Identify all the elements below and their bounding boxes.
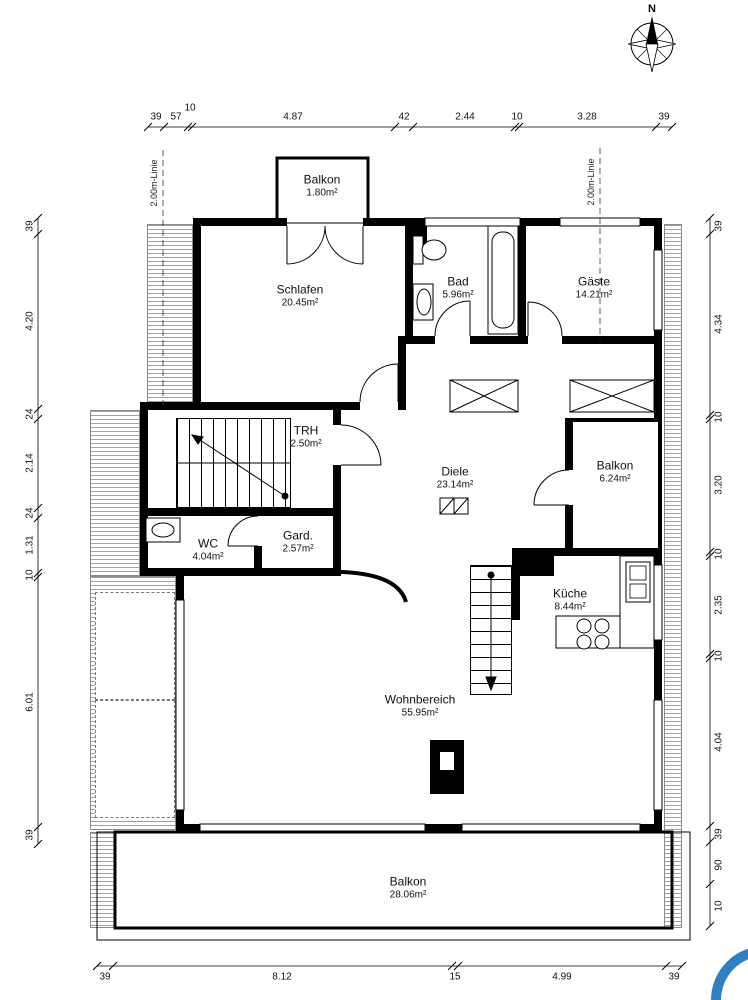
- dim-label: 42: [398, 111, 410, 123]
- room-name: Balkon: [303, 172, 341, 187]
- dim-label: 4.04: [713, 732, 725, 752]
- room-name: TRH: [293, 423, 319, 438]
- roof-line-label-right: 2.00m-Linie: [586, 158, 596, 206]
- watermark-logo: [711, 948, 748, 1000]
- dim-label: 24: [24, 408, 36, 420]
- dim-label: 2.44: [455, 111, 475, 123]
- floor-symbol: [439, 497, 469, 515]
- toilet: [412, 235, 447, 265]
- dimension-lines: [37, 126, 711, 967]
- dim-label: 10: [713, 900, 725, 912]
- dim-label: 39: [658, 111, 670, 123]
- room-name: Balkon: [596, 458, 634, 473]
- dim-label: 6.01: [24, 692, 36, 712]
- dim-label: 10: [184, 102, 196, 114]
- room-area: 14.21m²: [575, 289, 613, 301]
- bathroom-sink: [412, 283, 434, 321]
- room-area: 6.24m²: [599, 473, 631, 485]
- bathtub: [487, 225, 519, 335]
- dim-label: 15: [449, 971, 461, 983]
- balcony-outlines: [96, 156, 691, 941]
- dim-label: 4.99: [552, 971, 572, 983]
- dim-label: 10: [713, 411, 725, 423]
- dim-label: 2.35: [713, 595, 725, 615]
- dim-label: 10: [713, 650, 725, 662]
- dim-label: 39: [99, 971, 111, 983]
- room-label-kueche: Küche 8.44m²: [553, 586, 587, 614]
- low-height-zone-lower: [95, 700, 175, 818]
- room-name: Gäste: [577, 274, 610, 289]
- dim-label: 39: [713, 828, 725, 840]
- stair-arrows: [176, 434, 497, 692]
- room-name: Gard.: [282, 528, 313, 543]
- roof-hatch-left-mid: [90, 410, 140, 576]
- dim-label: 39: [24, 829, 36, 841]
- dim-label: 90: [713, 859, 725, 871]
- room-area: 23.14m²: [436, 479, 474, 491]
- room-label-balkon-bottom: Balkon 28.06m²: [390, 874, 427, 902]
- kitchen-sink: [625, 561, 651, 603]
- compass-icon: [627, 16, 677, 73]
- room-label-bad: Bad 5.96m²: [442, 274, 473, 302]
- room-label-schlafen: Schlafen 20.45m²: [277, 282, 324, 310]
- dim-label: 24: [24, 507, 36, 519]
- compass-north-label: N: [648, 3, 656, 15]
- room-name: Balkon: [389, 874, 427, 889]
- fridge-block: [520, 556, 554, 576]
- stove-burners: [576, 618, 610, 650]
- dim-label: 39: [668, 971, 680, 983]
- room-label-balkon-top: Balkon 1.80m²: [304, 172, 341, 200]
- roof-line-label-left: 2.00m-Linie: [149, 159, 159, 207]
- room-label-wc: WC 4.04m²: [192, 536, 223, 564]
- chimney: [430, 740, 464, 794]
- dim-label: 2.14: [24, 453, 36, 473]
- room-label-gard: Gard. 2.57m²: [282, 528, 313, 556]
- room-area: 5.96m²: [442, 289, 474, 301]
- room-name: WC: [198, 536, 218, 551]
- dim-label: 4.87: [283, 111, 303, 123]
- room-area: 2.50m²: [290, 438, 322, 450]
- roof-height-lines: [162, 148, 601, 410]
- room-name: Schlafen: [276, 282, 324, 297]
- room-label-wohnbereich: Wohnbereich 55.95m²: [385, 692, 456, 720]
- room-name: Bad: [447, 274, 469, 289]
- low-height-zone-upper: [95, 592, 175, 700]
- dim-label: 8.12: [272, 971, 292, 983]
- room-label-gaeste: Gäste 14.21m²: [576, 274, 613, 302]
- dim-label: 1.31: [24, 535, 36, 555]
- dim-label: 3.28: [577, 111, 597, 123]
- curved-wall: [340, 570, 408, 603]
- walls: [140, 218, 662, 832]
- dim-label: 10: [24, 569, 36, 581]
- room-area: 4.04m²: [192, 551, 224, 563]
- room-name: Küche: [552, 586, 588, 601]
- dim-label: 4.20: [24, 311, 36, 331]
- room-label-trh: TRH 2.50m²: [290, 423, 321, 451]
- dim-label: 39: [24, 220, 36, 232]
- dim-label: 3.20: [713, 475, 725, 495]
- room-label-balkon-right: Balkon 6.24m²: [597, 458, 634, 486]
- dim-label: 10: [713, 548, 725, 560]
- closets: [449, 379, 655, 413]
- room-label-diele: Diele 23.14m²: [437, 464, 474, 492]
- room-area: 1.80m²: [306, 187, 338, 199]
- door-swings: [227, 225, 570, 547]
- room-name: Wohnbereich: [384, 692, 456, 707]
- dim-label: 4.34: [713, 314, 725, 334]
- dim-label: 39: [150, 111, 162, 123]
- dimension-ticks: [33, 122, 715, 971]
- roof-hatch-left-top: [147, 224, 193, 408]
- room-area: 2.57m²: [282, 543, 314, 555]
- room-name: Diele: [441, 464, 469, 479]
- room-area: 28.06m²: [389, 889, 427, 901]
- wc-sink: [145, 517, 181, 543]
- room-area: 55.95m²: [401, 707, 439, 719]
- room-area: 20.45m²: [281, 297, 319, 309]
- dim-label: 39: [713, 220, 725, 232]
- dim-label: 10: [511, 111, 523, 123]
- room-area: 8.44m²: [554, 601, 586, 613]
- dim-label: 57: [170, 111, 182, 123]
